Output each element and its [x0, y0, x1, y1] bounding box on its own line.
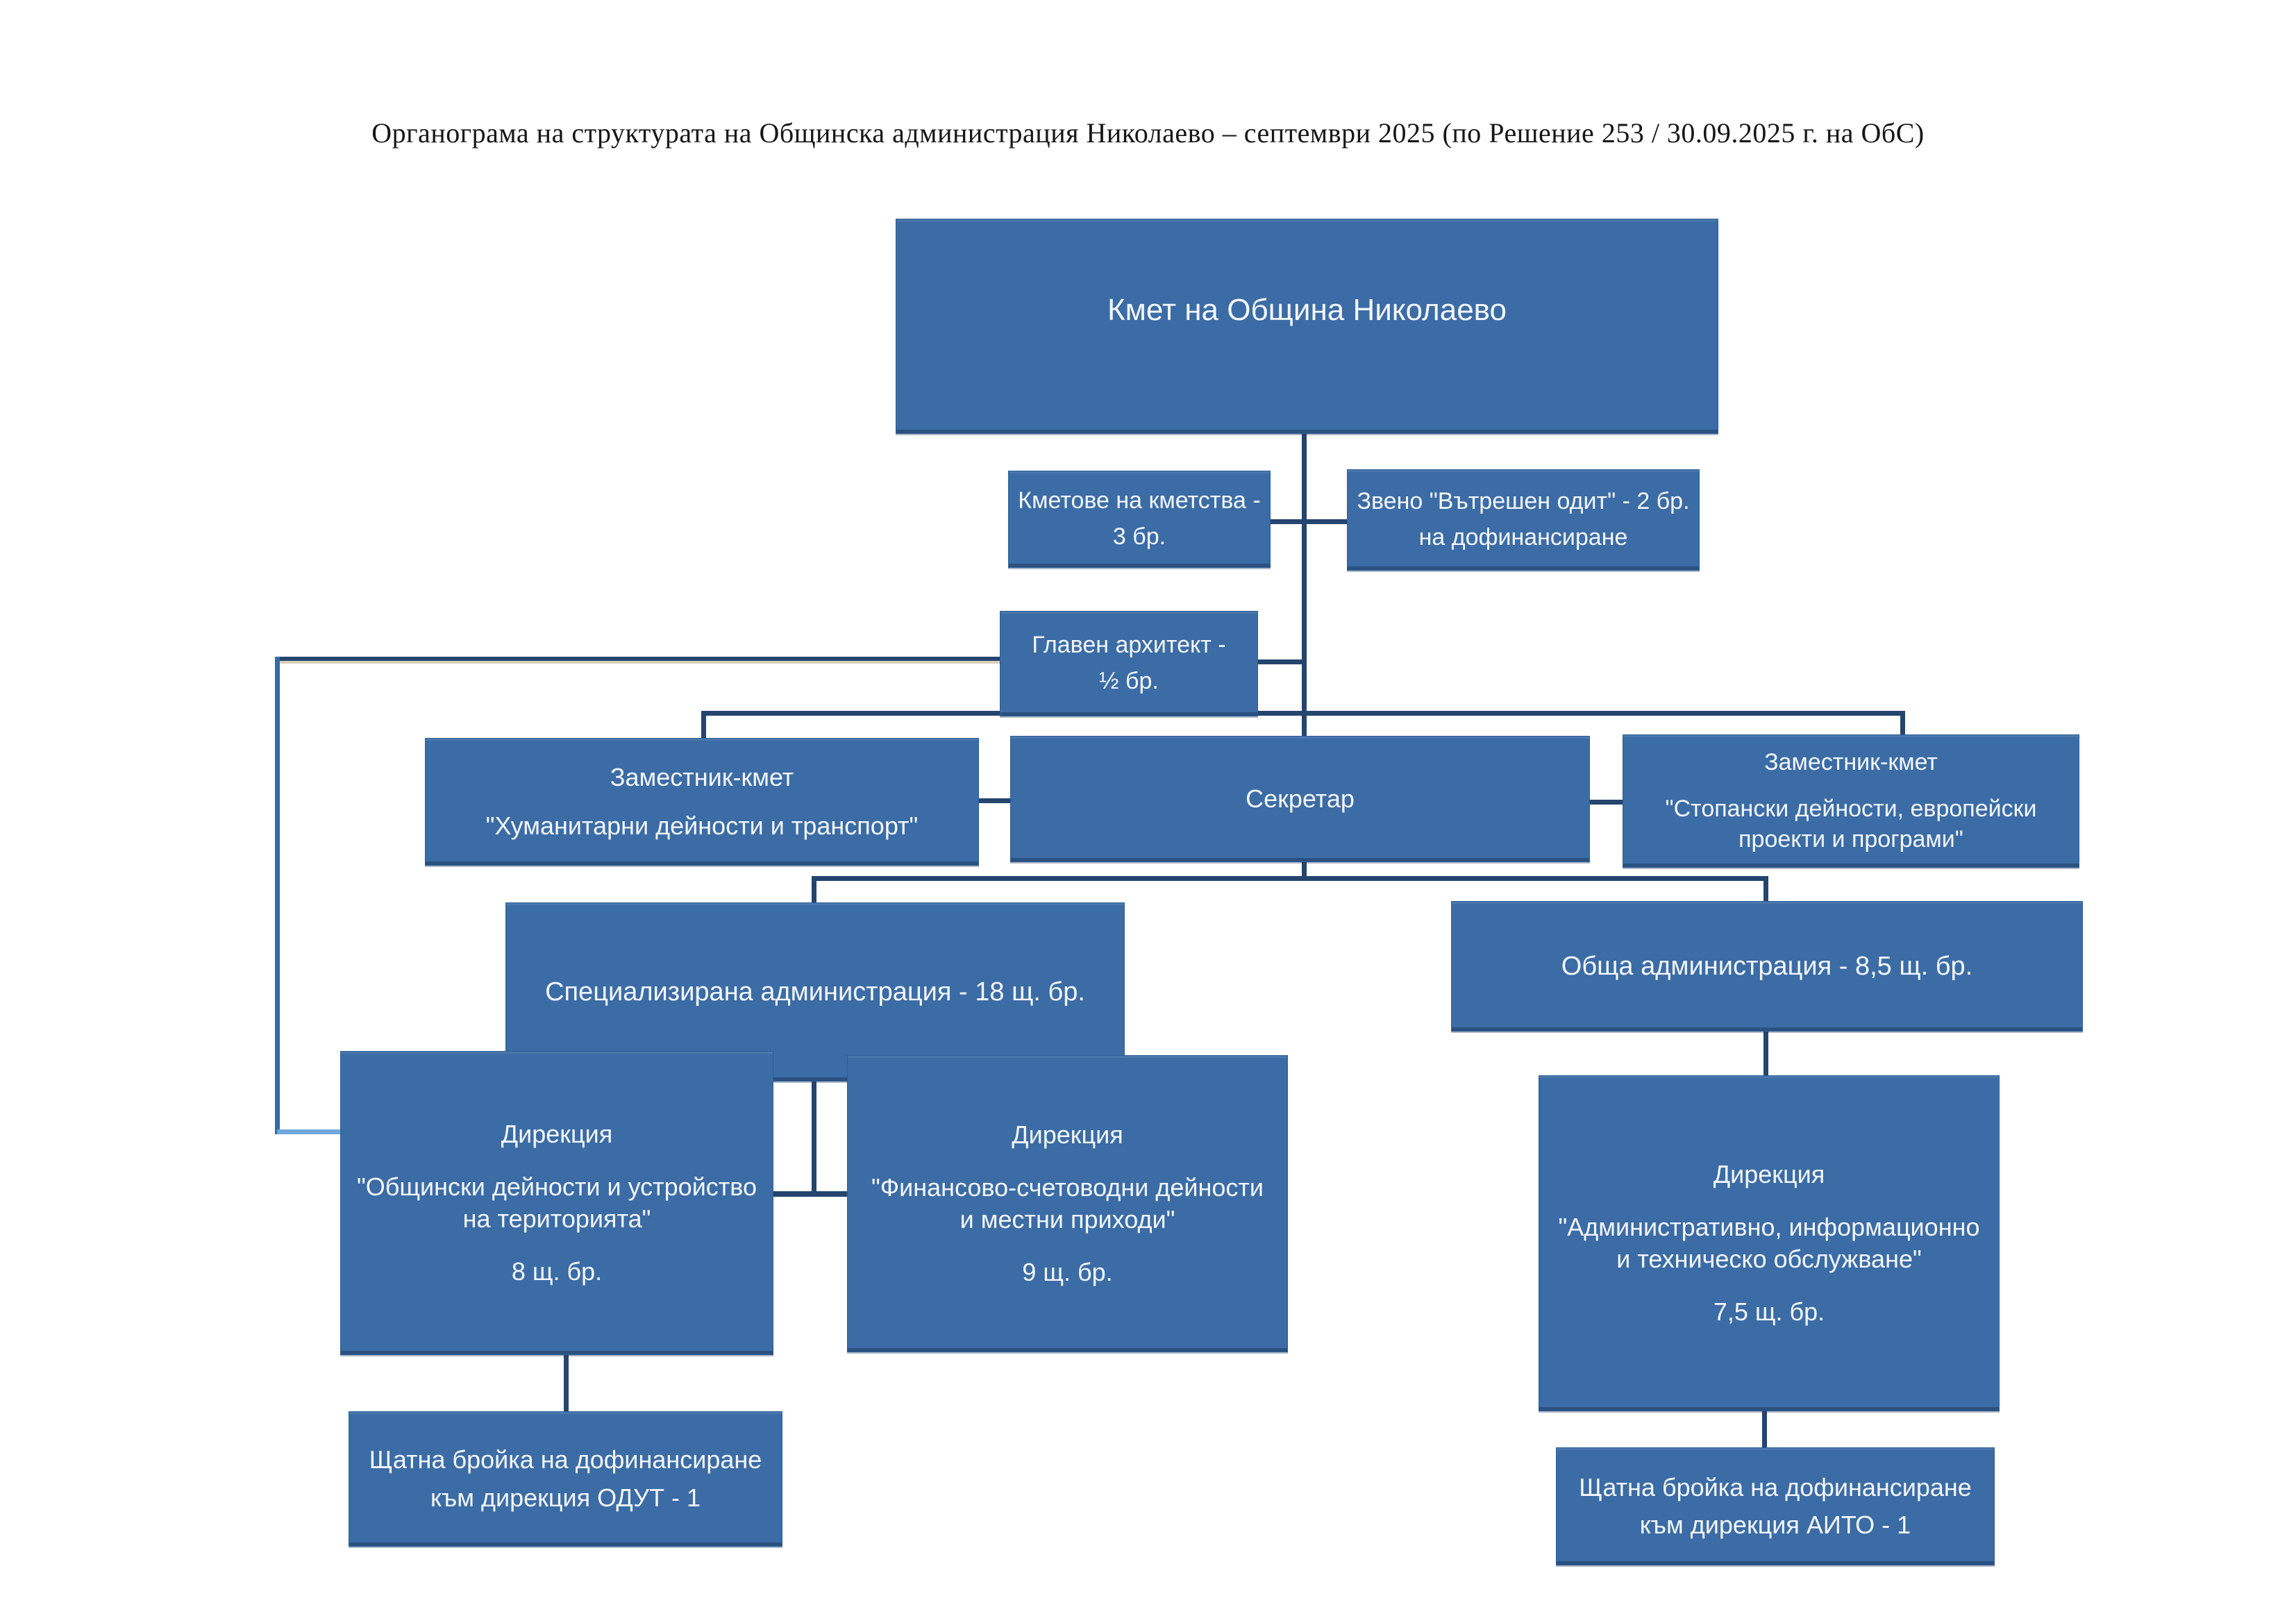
node-deputy-economic-title: Заместник-кмет	[1764, 748, 1938, 775]
node-mayors-of-mayoralties-line1: Кметове на кметства -	[1018, 487, 1261, 514]
node-directorate-fsd-count: 9 щ. бр.	[1022, 1258, 1113, 1287]
node-directorate-odut-count: 8 щ. бр.	[511, 1257, 603, 1286]
connector-stub-architect-trunk	[1258, 659, 1304, 664]
node-internal-audit: Звено "Вътрешен одит" - 2 бр. на дофинан…	[1347, 469, 1700, 571]
node-directorate-fsd-scope: "Финансово-счетоводни дейности и местни …	[871, 1172, 1264, 1234]
node-directorate-odut-title: Дирекция	[501, 1119, 613, 1148]
connector-drop-economic	[1900, 711, 1905, 736]
node-directorate-aito-count: 7,5 щ. бр.	[1713, 1297, 1825, 1327]
connector-trunk-mayor-secretary	[1302, 434, 1307, 737]
node-general-administration: Обща администрация - 8,5 щ. бр.	[1451, 901, 2083, 1032]
node-general-label: Обща администрация - 8,5 щ. бр.	[1561, 951, 1973, 981]
node-directorate-aito-title: Дирекция	[1713, 1159, 1825, 1188]
connector-architect-to-odut-stub	[277, 1129, 341, 1134]
node-specialized-administration: Специализирана администрация - 18 щ. бр.	[505, 902, 1125, 1082]
node-directorate-odut-scope: "Общински дейности и устройство на терит…	[356, 1172, 757, 1233]
node-specialized-label: Специализирана администрация - 18 щ. бр.	[545, 977, 1085, 1007]
connector-secretary-down	[1302, 862, 1307, 880]
connector-row-deputies-horizontal	[701, 711, 1905, 716]
node-directorate-aito: Дирекция "Административно, информационно…	[1539, 1075, 2000, 1411]
node-deputy-economic-scope: "Стопански дейности, европейски проекти …	[1665, 796, 2037, 852]
node-staff-odut-line2: към дирекция ОДУТ - 1	[430, 1483, 701, 1512]
connector-drop-general	[1763, 876, 1768, 902]
connector-drop-specialized	[812, 876, 816, 904]
node-deputy-humanitarian-title: Заместник-кмет	[610, 762, 794, 791]
connector-odut-to-staff	[564, 1354, 569, 1411]
connector-architect-left-vertical	[275, 657, 280, 1134]
connector-architect-left-horizontal	[277, 657, 1000, 661]
connector-specialized-down	[812, 1082, 816, 1195]
node-deputy-mayor-economic: Заместник-кмет "Стопански дейности, евро…	[1623, 734, 2079, 868]
node-staff-extra-aito: Щатна бройка на дофинансиране към дирекц…	[1556, 1447, 1995, 1565]
node-directorate-fsd-title: Дирекция	[1012, 1120, 1123, 1149]
connector-row-administrations-horizontal	[812, 876, 1768, 881]
node-internal-audit-line2: на дофинансиране	[1418, 524, 1628, 550]
node-internal-audit-line1: Звено "Вътрешен одит" - 2 бр.	[1357, 488, 1690, 515]
node-mayor: Кмет на Община Николаево	[896, 219, 1718, 434]
node-directorate-fsd: Дирекция "Финансово-счетоводни дейности …	[847, 1055, 1288, 1352]
connector-stub-humanitarian-secretary	[979, 798, 1010, 803]
node-secretary-label: Секретар	[1246, 784, 1355, 813]
connector-stub-secretary-economic	[1590, 800, 1623, 805]
node-mayors-of-mayoralties: Кметове на кметства - 3 бр.	[1008, 471, 1271, 568]
page-title: Органограма на структурата на Общинска а…	[371, 117, 1925, 149]
node-mayor-label: Кмет на Община Николаево	[1107, 292, 1507, 327]
node-deputy-humanitarian-scope: "Хуманитарни дейности и транспорт"	[485, 812, 919, 840]
node-directorate-odut: Дирекция "Общински дейности и устройство…	[340, 1051, 773, 1355]
connector-drop-humanitarian	[701, 711, 706, 739]
node-staff-aito-line2: към дирекция АИТО - 1	[1639, 1511, 1911, 1539]
connector-architect-left-horizontal-shadow	[277, 661, 1000, 664]
connector-general-to-aito	[1763, 1032, 1768, 1075]
connector-stub-mayoralties-audit	[1271, 519, 1347, 524]
node-chief-architect-line1: Главен архитект -	[1032, 632, 1226, 659]
node-staff-odut-line1: Щатна бройка на дофинансиране	[369, 1445, 762, 1474]
connector-tbar-odut-fsd	[773, 1191, 847, 1197]
node-chief-architect: Главен архитект - ½ бр.	[1000, 611, 1258, 716]
node-mayors-of-mayoralties-line2: 3 бр.	[1112, 523, 1166, 550]
connector-aito-to-staff	[1762, 1411, 1767, 1447]
node-directorate-aito-scope: "Административно, информационно и технич…	[1558, 1212, 1980, 1273]
node-staff-extra-odut: Щатна бройка на дофинансиране към дирекц…	[349, 1411, 782, 1547]
node-staff-aito-line1: Щатна бройка на дофинансиране	[1579, 1472, 1972, 1502]
node-chief-architect-line2: ½ бр.	[1099, 668, 1159, 694]
node-secretary: Секретар	[1010, 736, 1590, 862]
node-deputy-mayor-humanitarian: Заместник-кмет "Хуманитарни дейности и т…	[425, 738, 979, 866]
